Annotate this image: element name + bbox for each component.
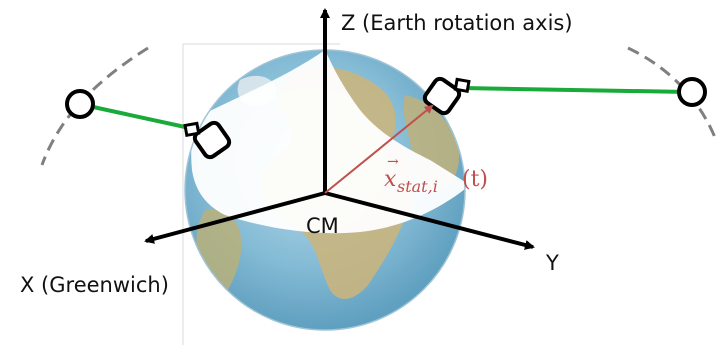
antenna-right-icon — [422, 76, 471, 116]
link-right — [461, 86, 689, 94]
satellite-right — [677, 77, 707, 107]
z-axis-label: Z (Earth rotation axis) — [341, 11, 573, 35]
satellite-left — [65, 89, 95, 119]
vector-arrow-accent: → — [387, 154, 399, 170]
vector-argument: (t) — [462, 167, 488, 192]
x-axis-arrow — [144, 191, 326, 244]
y-axis-arrow — [324, 191, 535, 250]
antenna-left-icon — [183, 120, 232, 160]
vector-subscript: stat,i — [397, 177, 438, 196]
x-axis-label: X (Greenwich) — [20, 273, 169, 297]
y-axis-label: Y — [545, 251, 559, 275]
globe-cutaway — [191, 50, 470, 234]
image-frame — [182, 43, 340, 345]
origin-label: CM — [306, 214, 339, 238]
station-position-vector — [324, 104, 434, 194]
vector-base: x — [384, 167, 397, 192]
position-vector-label: → x stat,i (t) — [384, 151, 488, 196]
link-left — [83, 103, 186, 129]
